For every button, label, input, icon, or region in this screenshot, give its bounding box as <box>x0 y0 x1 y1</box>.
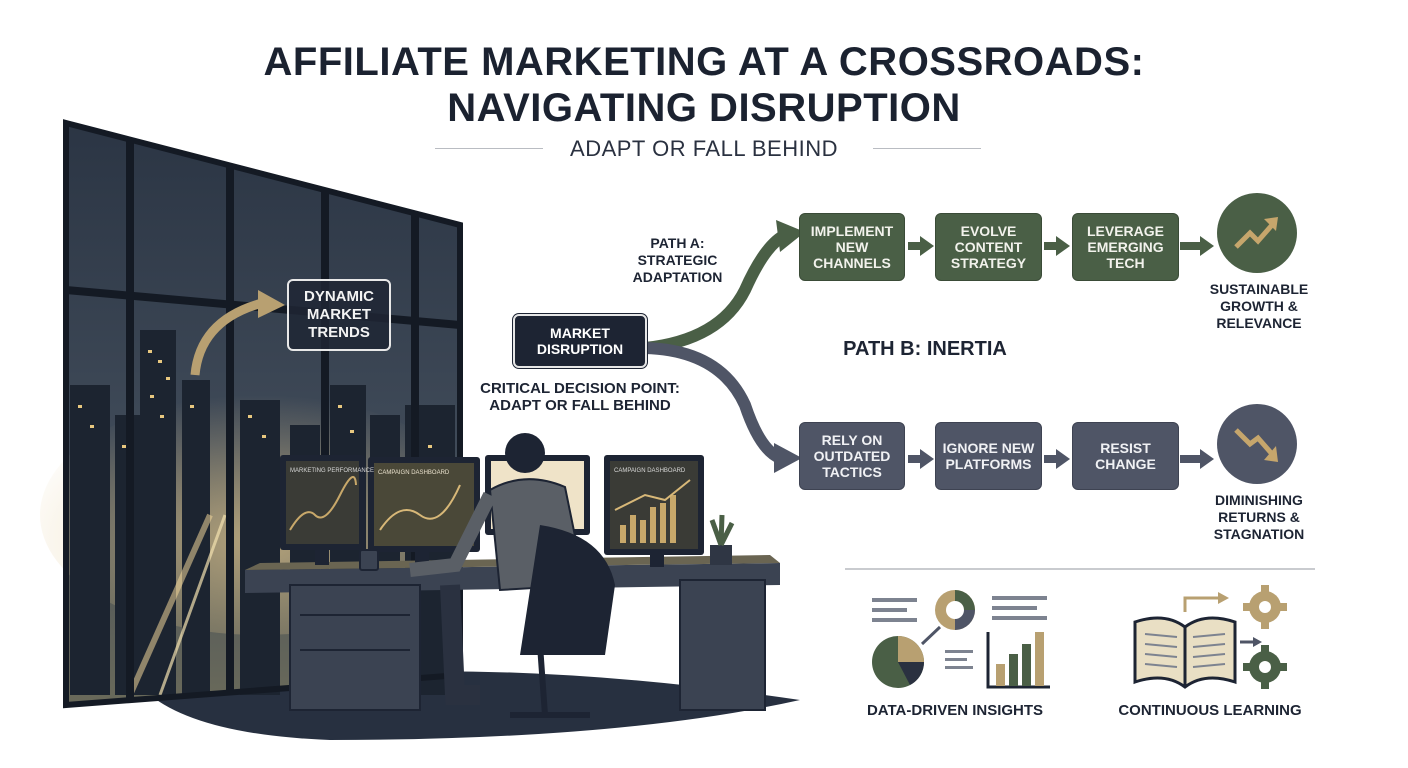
subtitle-rule-left <box>435 148 543 149</box>
market-disruption-node: MARKET DISRUPTION <box>513 314 647 368</box>
analytics-icon <box>872 590 1050 689</box>
path-a-outcome: SUSTAINABLE GROWTH & RELEVANCE <box>1209 281 1309 331</box>
analyst-figure <box>409 433 615 718</box>
path-b-step-2: IGNORE NEW PLATFORMS <box>935 422 1042 490</box>
market-trends-callout: DYNAMIC MARKET TRENDS <box>287 279 391 351</box>
monitor-1-label: MARKETING PERFORMANCE <box>290 468 374 474</box>
monitor-4-label: CAMPAIGN DASHBOARD <box>614 468 686 474</box>
monitor-1 <box>280 455 365 565</box>
page-title-line-2: NAVIGATING DISRUPTION <box>447 86 961 130</box>
flow-arrows <box>644 220 1214 473</box>
subtitle-rule-right <box>873 148 981 149</box>
office-illustration: MARKETING PERFORMANCE CAMPAIGN DASHBOARD… <box>40 119 800 740</box>
page-title-line-1: AFFILIATE MARKETING AT A CROSSROADS: <box>263 40 1145 84</box>
path-b-step-3: RESIST CHANGE <box>1072 422 1179 490</box>
page-subtitle: ADAPT OR FALL BEHIND <box>570 136 838 161</box>
path-b-label: PATH B: INERTIA <box>843 338 1007 360</box>
path-a-step-3: LEVERAGE EMERGING TECH <box>1072 213 1179 281</box>
continuous-learning-label: CONTINUOUS LEARNING <box>1118 702 1302 719</box>
monitor-4 <box>604 455 704 567</box>
trend-up-icon <box>1217 193 1297 273</box>
path-b-outcome: DIMINISHING RETURNS & STAGNATION <box>1213 492 1305 542</box>
decision-caption: CRITICAL DECISION POINT: ADAPT OR FALL B… <box>480 380 680 414</box>
data-driven-insights-label: DATA-DRIVEN INSIGHTS <box>866 702 1044 719</box>
monitor-2 <box>368 457 480 564</box>
monitor-2-label: CAMPAIGN DASHBOARD <box>378 470 450 476</box>
trend-down-icon <box>1217 404 1297 484</box>
path-b-step-1: RELY ON OUTDATED TACTICS <box>799 422 905 490</box>
footer-divider <box>845 568 1315 570</box>
path-a-step-2: EVOLVE CONTENT STRATEGY <box>935 213 1042 281</box>
book-gears-icon <box>1133 585 1287 689</box>
path-a-step-1: IMPLEMENT NEW CHANNELS <box>799 213 905 281</box>
path-a-label: PATH A: STRATEGIC ADAPTATION <box>632 235 723 285</box>
